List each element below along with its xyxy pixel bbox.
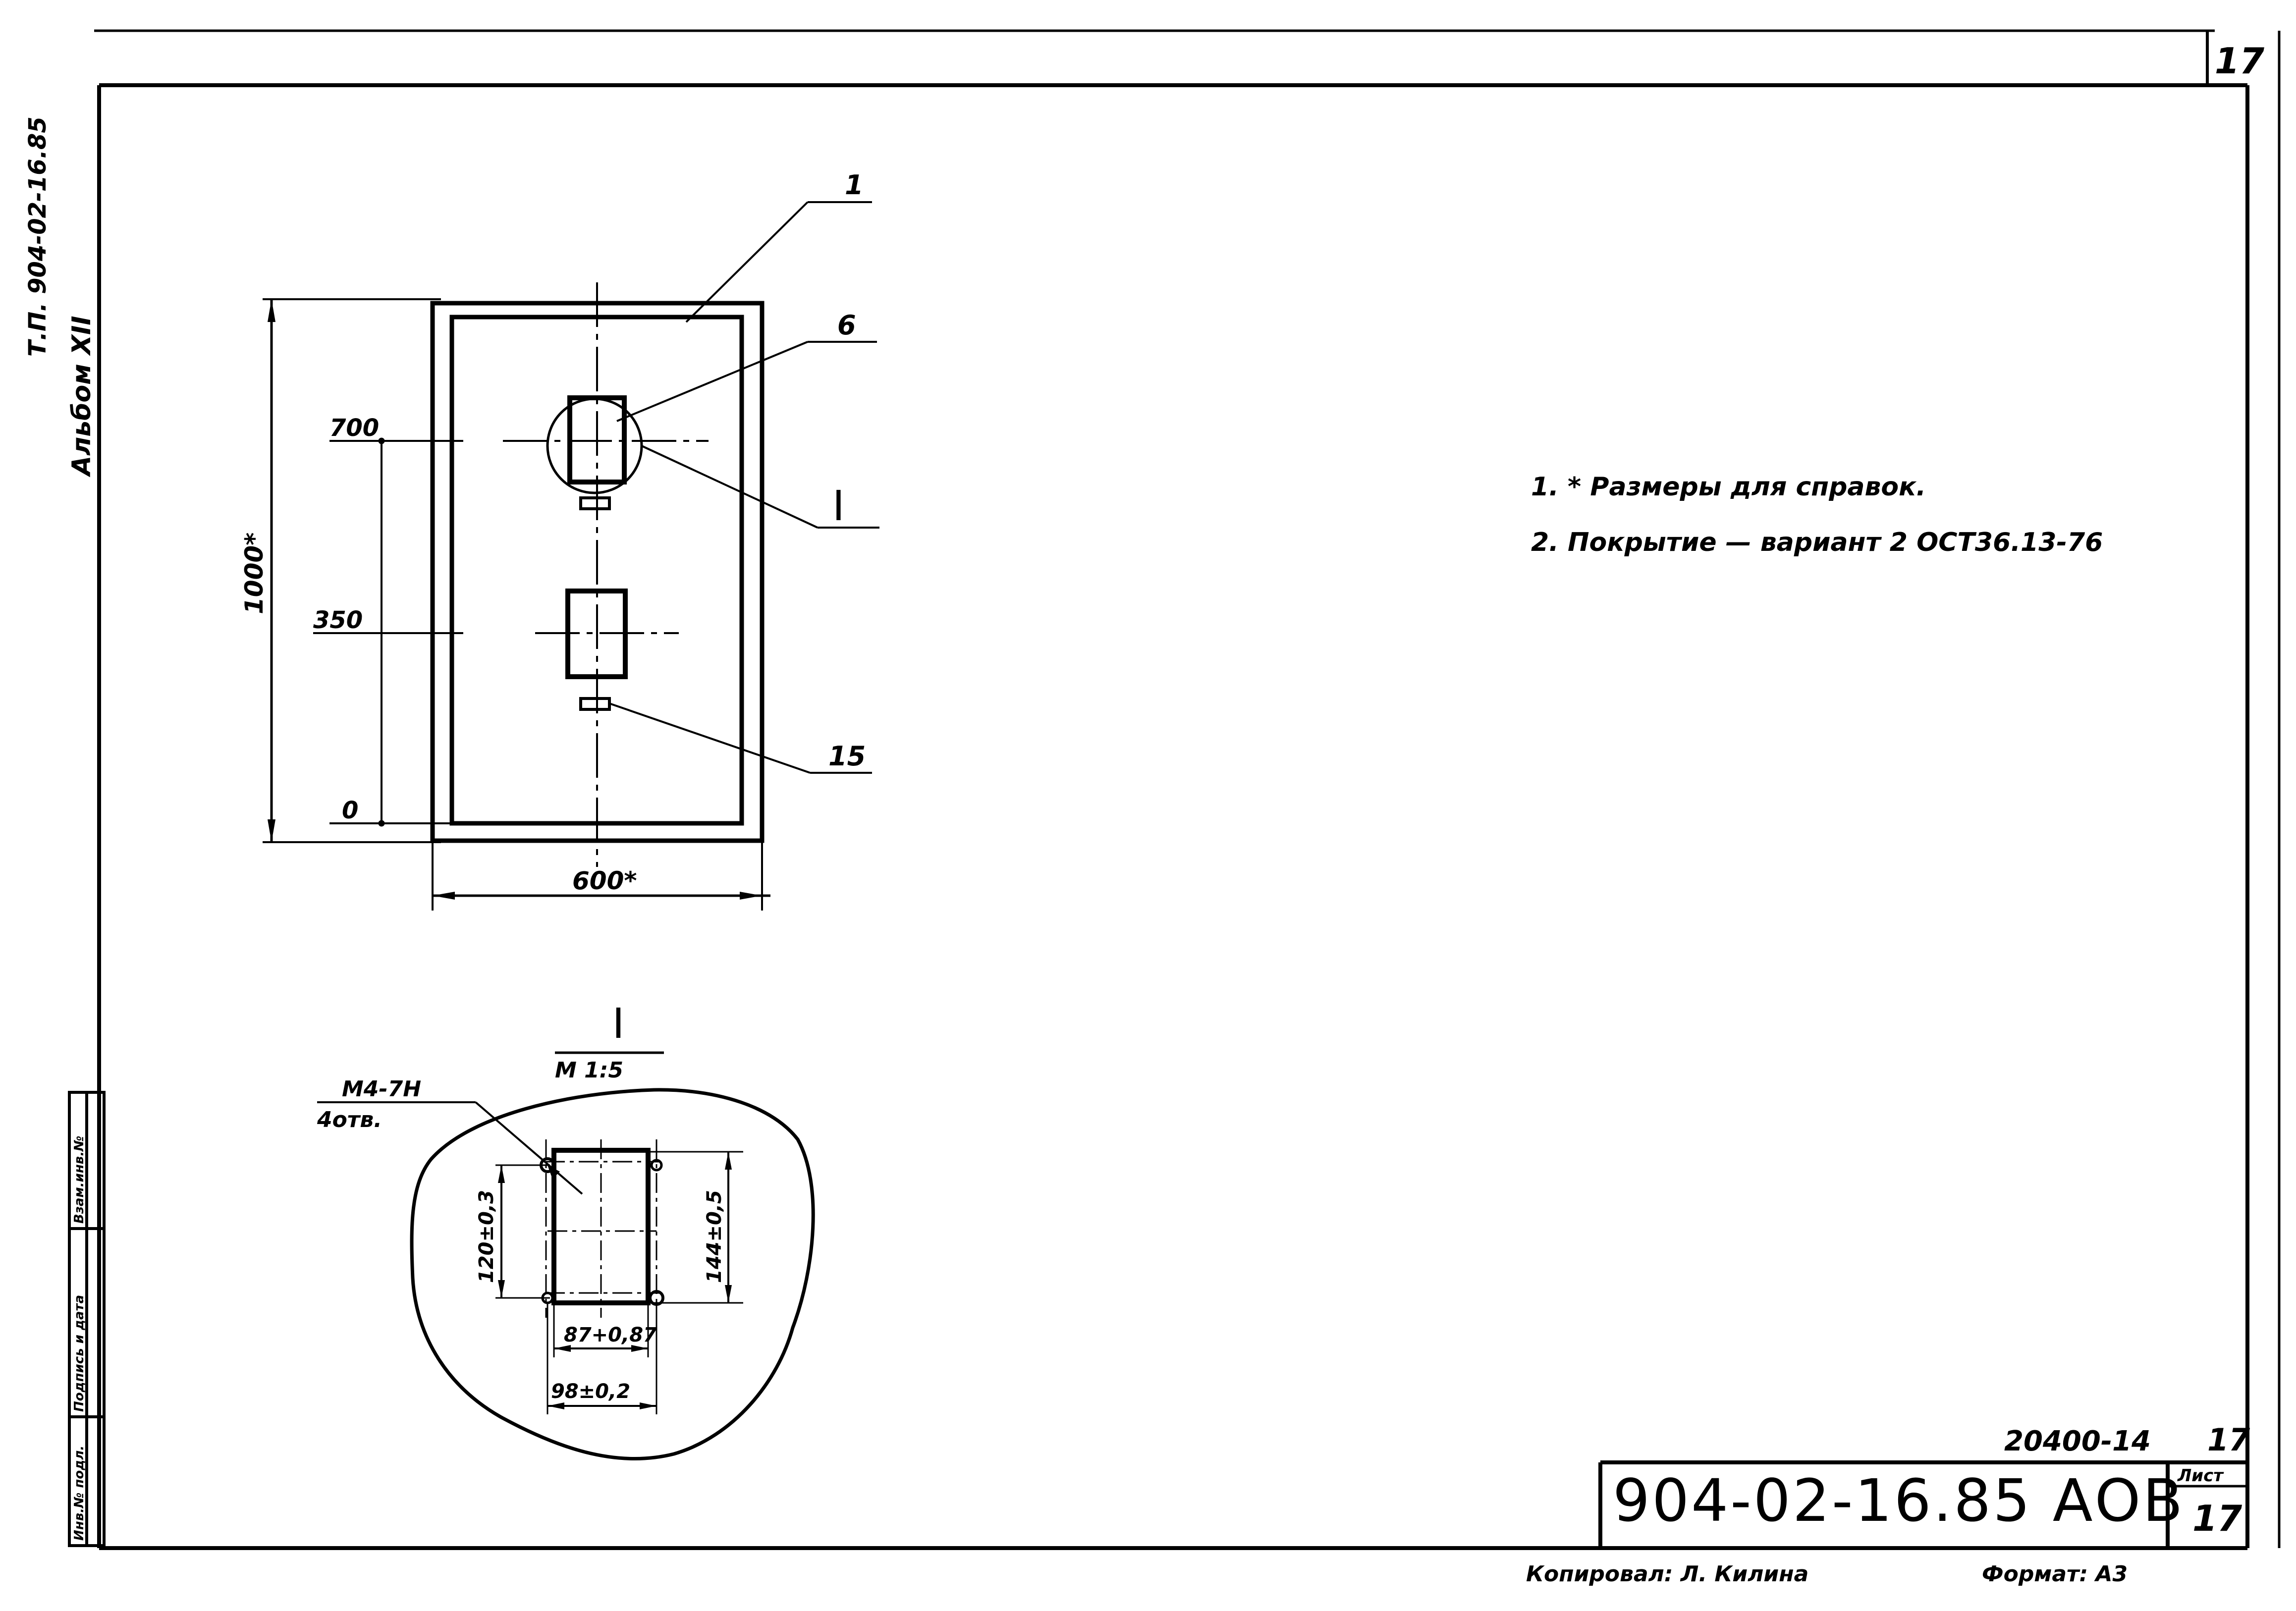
- detail-view: [317, 1088, 815, 1460]
- dim-height-label: 1000*: [240, 533, 269, 614]
- dim-120-label: 120±0,3: [475, 1190, 498, 1283]
- stamp-vzam-inv: Взам.инв.№: [72, 1136, 87, 1224]
- detail-title: I: [612, 999, 625, 1048]
- detail-thread-label: М4-7Н: [342, 1076, 421, 1102]
- callout-6-label: 6: [837, 310, 856, 341]
- reference-sheet: 17: [2207, 1422, 2250, 1458]
- left-stamp-column: [68, 1091, 106, 1547]
- dim-87-label: 87+0,87: [564, 1324, 657, 1346]
- callout-1-label: 1: [845, 169, 864, 201]
- side-album-text: Альбом XII: [67, 316, 97, 478]
- copied-by: Копировал: Л. Килина: [1526, 1561, 1808, 1587]
- dim-350-label: 350: [313, 606, 363, 634]
- side-code-text: Т.П. 904-02-16.85: [24, 116, 52, 357]
- page-number-corner: 17: [2215, 40, 2264, 82]
- sheet-frame: [94, 29, 2281, 1550]
- dim-0-label: 0: [342, 797, 358, 824]
- sheet-label: Лист: [2177, 1466, 2224, 1486]
- main-view: [263, 201, 879, 911]
- detail-scale: М 1:5: [555, 1058, 623, 1083]
- sheet-number: 17: [2192, 1498, 2242, 1539]
- dim-144-label: 144±0,5: [703, 1190, 726, 1283]
- drawing-designation: 904-02-16.85 АОВ: [1613, 1466, 2185, 1535]
- callout-15-label: 15: [828, 741, 866, 772]
- callout-I-label: I: [832, 482, 845, 530]
- dim-width-label: 600*: [572, 866, 637, 895]
- dim-98-label: 98±0,2: [551, 1380, 630, 1403]
- stamp-podpis-data: Подпись и дата: [72, 1295, 87, 1412]
- note-2: 2. Покрытие — вариант 2 ОСТ36.13-76: [1531, 528, 2103, 557]
- stamp-inv-podl: Инв.№ подл.: [72, 1446, 87, 1541]
- note-1: 1. * Размеры для справок.: [1531, 472, 1926, 502]
- dim-700-label: 700: [329, 414, 379, 442]
- sheet-format: Формат: А3: [1982, 1561, 2128, 1587]
- reference-number: 20400-14: [2004, 1425, 2151, 1457]
- title-block: [1598, 1460, 2247, 1548]
- detail-holes-label: 4отв.: [317, 1107, 382, 1132]
